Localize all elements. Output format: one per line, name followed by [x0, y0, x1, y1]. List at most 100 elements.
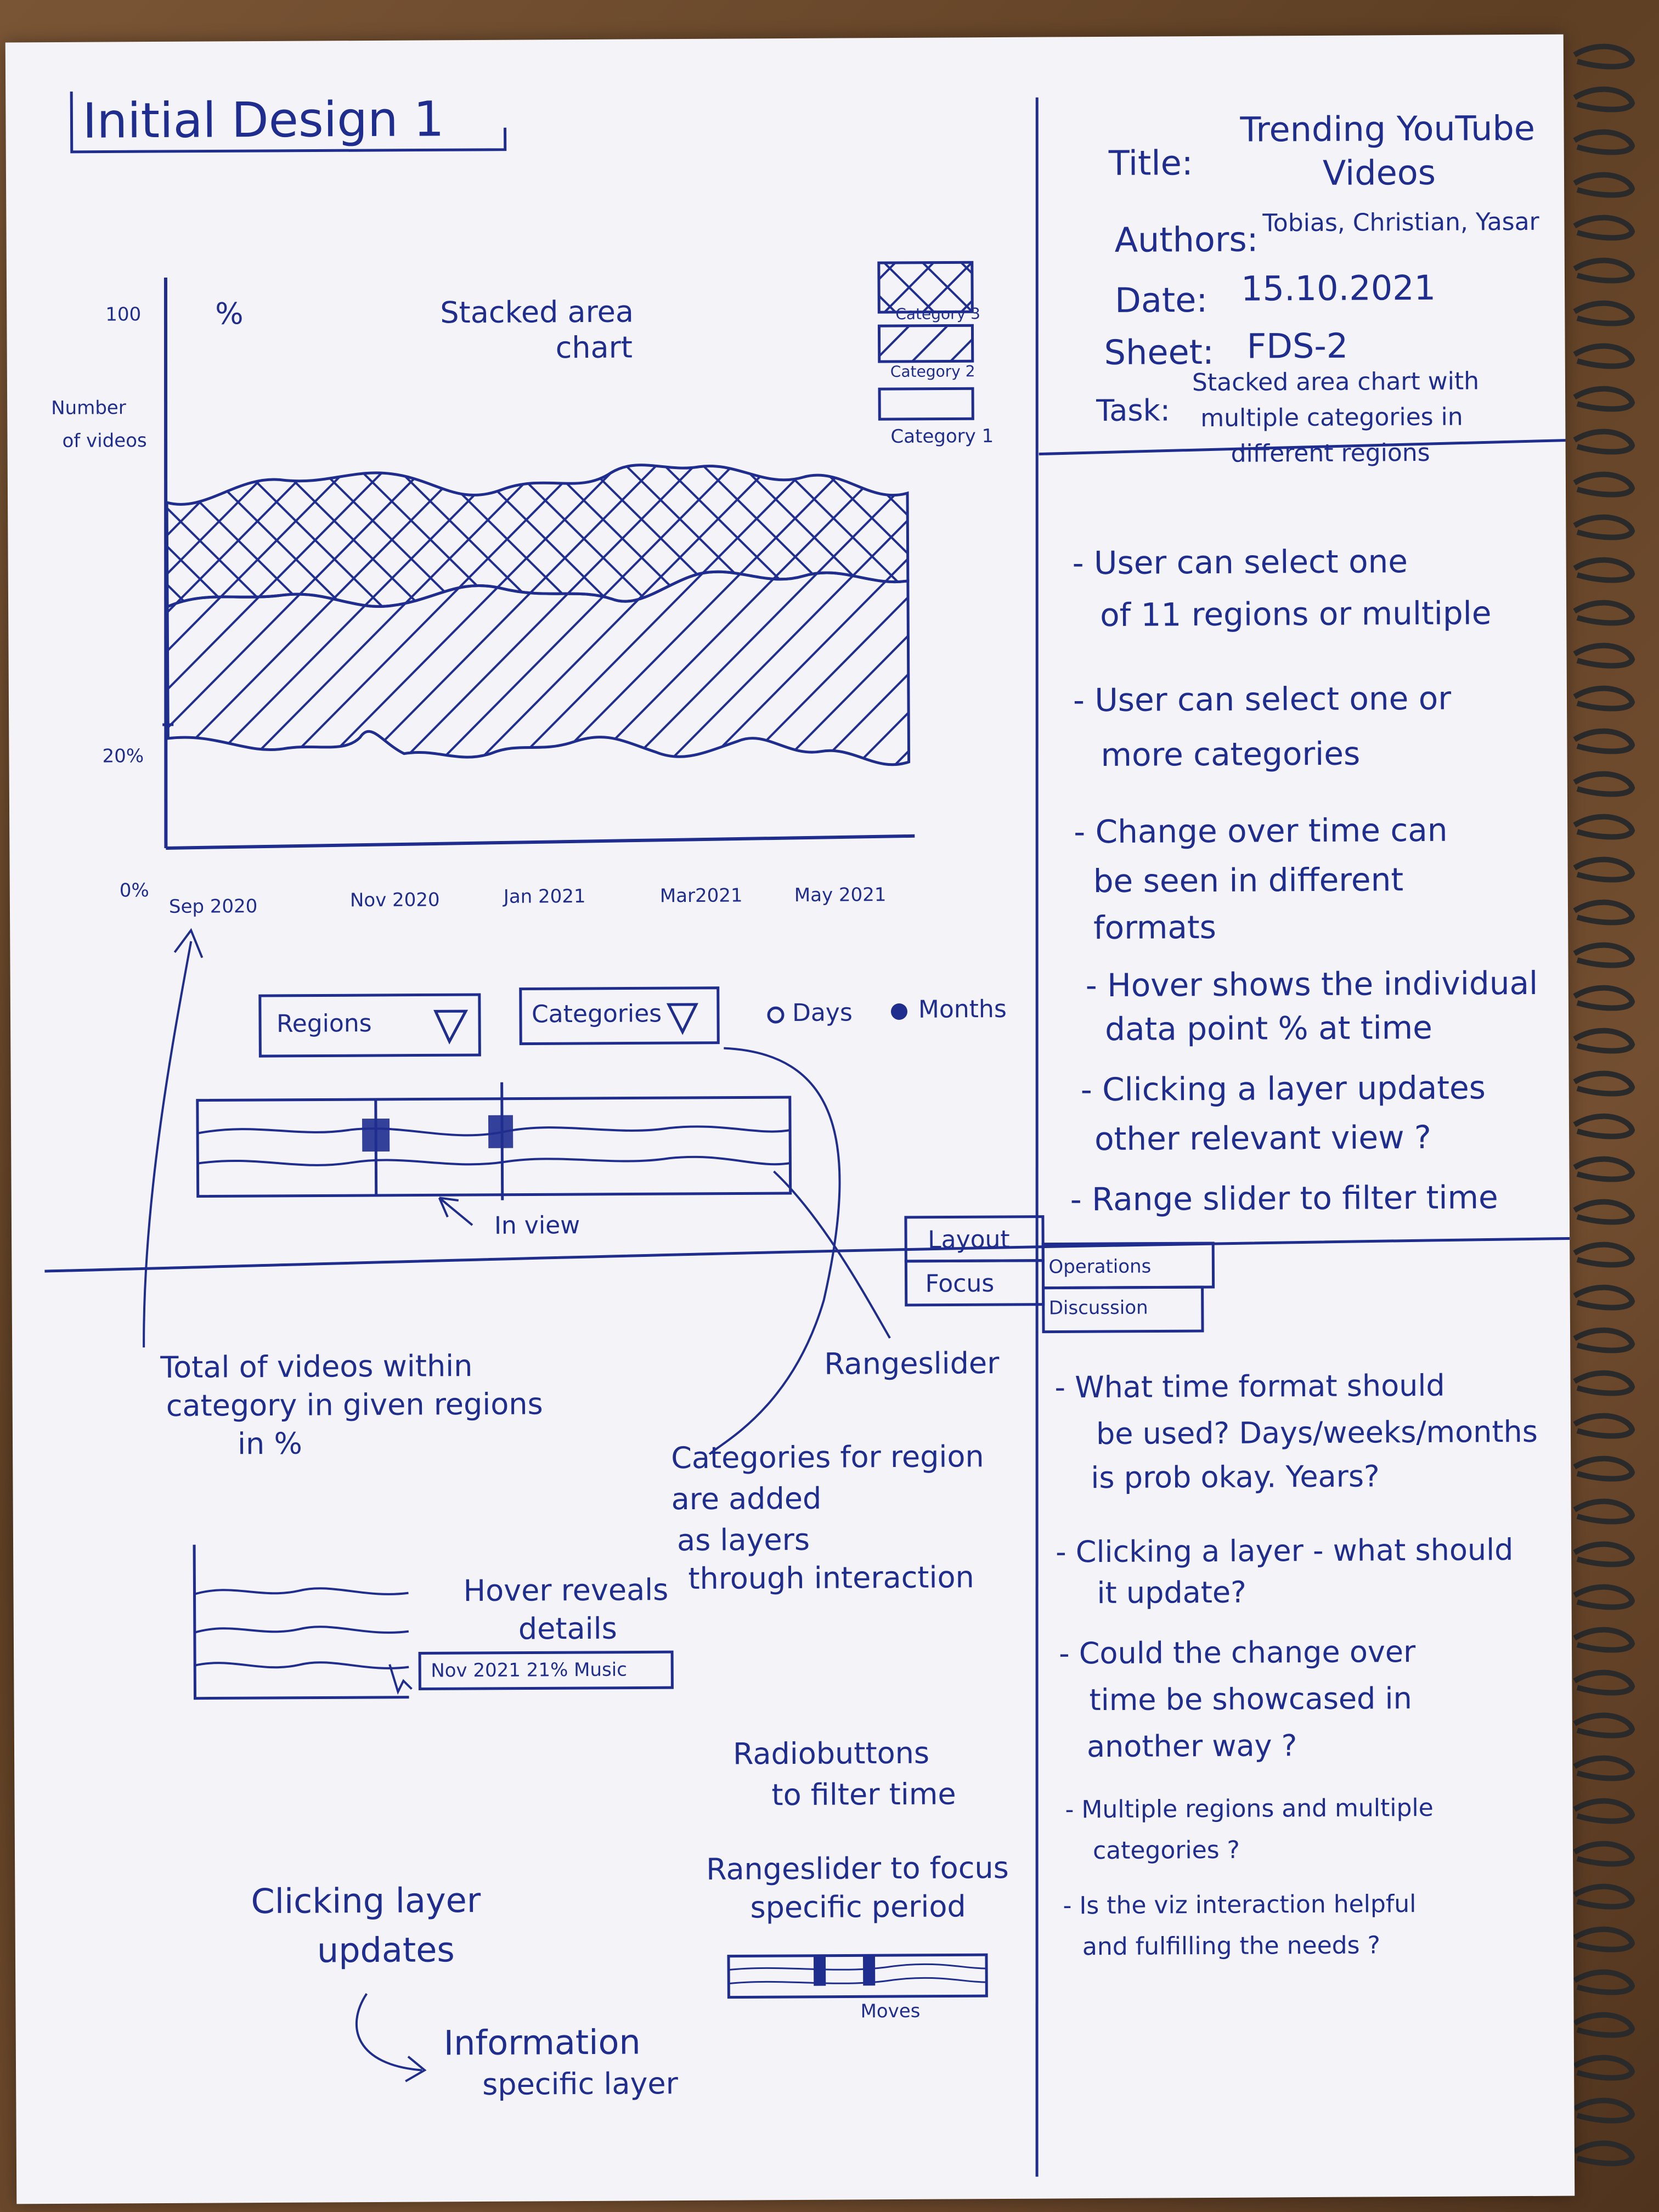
tab-discussion-box[interactable] — [1042, 1285, 1204, 1334]
x-tick-jan-2021: Jan 2021 — [503, 885, 586, 908]
spiral-ring — [1573, 1199, 1635, 1225]
spiral-ring — [1573, 386, 1635, 412]
y-tick-0: 0% — [119, 879, 149, 902]
discussion-2-line-2: it update? — [1097, 1575, 1246, 1611]
operation-6-line-1: - Range slider to filter time — [1070, 1178, 1498, 1218]
spiral-ring — [1573, 1284, 1635, 1311]
clicking-layer-line-2: updates — [317, 1929, 455, 1971]
spiral-ring — [1573, 1498, 1635, 1525]
chart-x-axis — [166, 834, 915, 850]
moves-label: Moves — [860, 2000, 921, 2023]
spiral-ring — [1573, 1584, 1635, 1610]
spiral-ring — [1573, 685, 1635, 712]
layout-focus-divider — [44, 1237, 1570, 1273]
authors-label: Authors: — [1114, 219, 1259, 260]
discussion-3-line-2: time be showcased in — [1089, 1681, 1412, 1718]
information-line-1: Information — [443, 2022, 641, 2063]
spiral-ring — [1573, 1883, 1635, 1910]
spiral-binding — [1573, 43, 1635, 2166]
operation-3-line-2: be seen in different — [1093, 861, 1404, 900]
hover-tooltip-box — [418, 1650, 674, 1691]
categories-dropdown-chevron-icon — [666, 1003, 698, 1035]
spiral-ring — [1573, 1156, 1635, 1182]
sheet-label: Sheet: — [1104, 331, 1215, 373]
spiral-ring — [1573, 942, 1635, 968]
in-view-label: In view — [494, 1211, 580, 1240]
sheet-value: FDS-2 — [1246, 325, 1348, 366]
task-line-1: Stacked area chart with — [1192, 367, 1480, 397]
regions-dropdown[interactable] — [258, 993, 481, 1058]
date-label: Date: — [1115, 279, 1208, 320]
total-videos-arrow — [143, 941, 193, 1348]
sketch-drawing — [44, 91, 1570, 2177]
operation-1-line-2: of 11 regions or multiple — [1100, 594, 1492, 634]
discussion-4-line-1: - Multiple regions and multiple — [1065, 1793, 1434, 1824]
rangeslider-note: Rangeslider — [824, 1346, 1000, 1381]
spiral-ring — [1573, 642, 1635, 669]
spiral-ring — [1573, 1455, 1635, 1482]
sketch-paper: Initial Design 1 Title: Trending YouTube… — [5, 34, 1575, 2204]
spiral-ring — [1573, 1413, 1635, 1439]
operation-2-line-2: more categories — [1101, 735, 1361, 774]
spiral-ring — [1573, 1070, 1635, 1097]
operation-3-line-3: formats — [1093, 908, 1217, 947]
discussion-1-line-3: is prob okay. Years? — [1091, 1459, 1380, 1496]
spiral-ring — [1573, 257, 1635, 284]
discussion-3-line-3: another way ? — [1086, 1728, 1297, 1764]
total-videos-line-2: category in given regions — [166, 1386, 543, 1423]
radio-days[interactable] — [767, 1006, 785, 1024]
operation-5-line-1: - Clicking a layer updates — [1080, 1069, 1486, 1109]
task-line-3: different regions — [1231, 438, 1430, 468]
chart-title-line-2: chart — [555, 330, 633, 365]
range-slider[interactable] — [196, 1096, 792, 1198]
clicking-layer-line-1: Clicking layer — [251, 1880, 481, 1922]
radiobuttons-line-1: Radiobuttons — [732, 1735, 930, 1771]
spiral-ring — [1573, 2097, 1635, 2124]
spiral-ring — [1573, 1370, 1635, 1396]
categories-dropdown-label: Categories — [531, 1000, 662, 1029]
spiral-ring — [1573, 814, 1635, 840]
x-tick-sep-2020: Sep 2020 — [168, 895, 258, 918]
radiobuttons-line-2: to filter time — [771, 1776, 956, 1813]
spiral-ring — [1573, 771, 1635, 797]
spiral-ring — [1573, 2055, 1635, 2081]
x-tick-mar-2021: Mar2021 — [659, 884, 743, 907]
spiral-ring — [1573, 1755, 1635, 1781]
categories-dropdown[interactable] — [519, 986, 720, 1046]
spiral-ring — [1573, 1541, 1635, 1567]
spiral-ring — [1573, 1113, 1635, 1139]
operation-5-line-2: other relevant view ? — [1094, 1118, 1431, 1158]
task-label: Task: — [1096, 393, 1171, 428]
categories-added-line-1: Categories for region — [671, 1439, 984, 1476]
spiral-ring — [1573, 1926, 1635, 1953]
discussion-2-line-1: - Clicking a layer - what should — [1055, 1532, 1514, 1570]
tab-operations[interactable]: Operations — [1048, 1255, 1152, 1278]
spiral-ring — [1573, 856, 1635, 883]
spiral-ring — [1573, 215, 1635, 241]
mini-range-slider — [727, 1953, 988, 1999]
area-category-2 — [166, 570, 911, 766]
spiral-ring — [1573, 471, 1635, 498]
legend-swatch-category-2 — [877, 324, 974, 363]
tab-layout[interactable]: Layout — [928, 1225, 1010, 1254]
tab-focus[interactable]: Focus — [925, 1269, 995, 1298]
meta-divider — [1039, 439, 1566, 456]
spiral-ring — [1573, 1841, 1635, 1867]
tab-discussion[interactable]: Discussion — [1048, 1296, 1148, 1319]
operation-3-line-1: - Change over time can — [1074, 811, 1448, 851]
legend-swatch-category-1 — [878, 387, 974, 421]
title-label: Title: — [1108, 143, 1193, 183]
spiral-ring — [1573, 557, 1635, 583]
x-tick-may-2021: May 2021 — [794, 884, 887, 906]
radio-months-label: Months — [918, 995, 1007, 1024]
hover-reveals-line-2: details — [518, 1611, 617, 1646]
total-videos-line-1: Total of videos within — [160, 1348, 473, 1385]
radio-months[interactable] — [890, 1003, 907, 1020]
chart-title-line-1: Stacked area — [440, 294, 634, 330]
legend-category-1: Category 1 — [890, 425, 994, 448]
spiral-ring — [1573, 1798, 1635, 1824]
spiral-ring — [1573, 1627, 1635, 1653]
spiral-ring — [1573, 343, 1635, 369]
page-heading: Initial Design 1 — [82, 91, 444, 149]
spiral-ring — [1573, 728, 1635, 754]
